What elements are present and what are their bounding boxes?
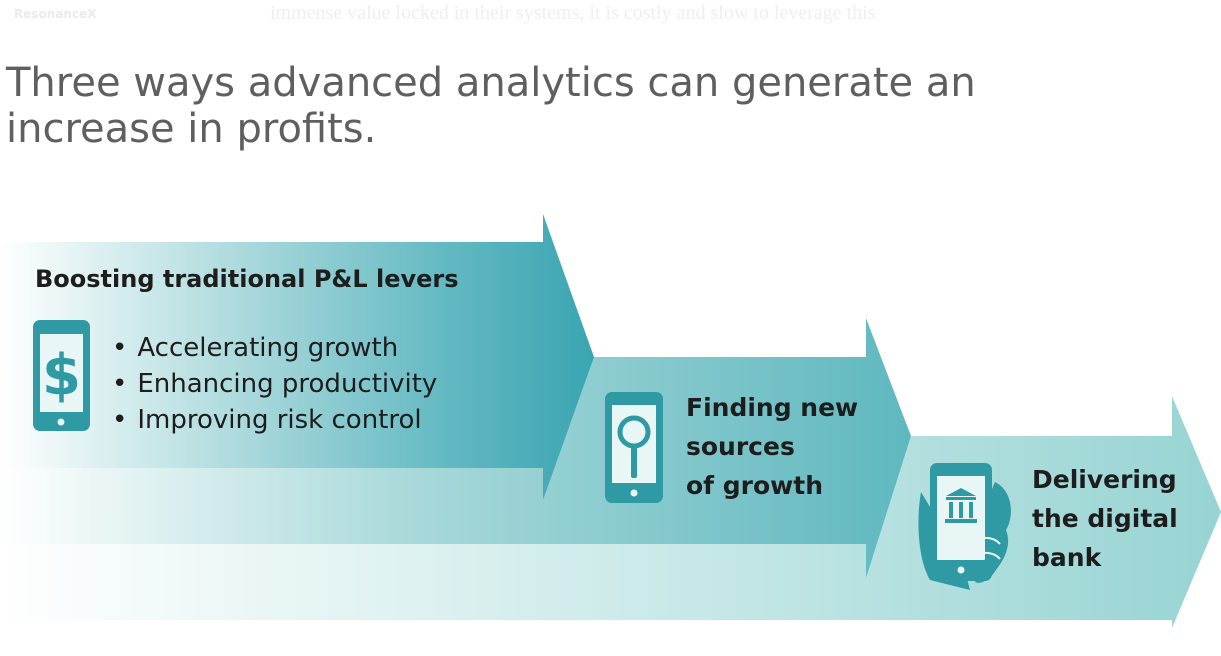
faded-body-text: immense value locked in their systems, i… <box>270 2 876 24</box>
bullet-item: Accelerating growth <box>112 330 437 366</box>
phone-dollar-icon: $ <box>33 320 90 431</box>
bullet-item: Improving risk control <box>112 402 437 438</box>
brand-logo: ResonanceX <box>14 7 97 21</box>
arrow-2-heading-line: Finding new <box>686 393 859 422</box>
arrow-1-bullets: Accelerating growth Enhancing productivi… <box>112 330 437 438</box>
arrow-3-heading-line: bank <box>1032 543 1102 572</box>
arrow-1-heading: Boosting traditional P&L levers <box>35 265 459 293</box>
phone-magnifier-icon <box>605 392 663 503</box>
arrow-2-heading-line: of growth <box>686 471 823 500</box>
arrow-2-heading: Finding new sources of growth <box>686 388 886 505</box>
arrow-3-heading-line: the digital <box>1032 504 1178 533</box>
arrow-3-heading-line: Delivering <box>1032 465 1177 494</box>
bullet-item: Enhancing productivity <box>112 366 437 402</box>
arrow-3-heading: Delivering the digital bank <box>1032 460 1192 577</box>
svg-text:$: $ <box>42 343 81 408</box>
page-title: Three ways advanced analytics can genera… <box>6 60 976 152</box>
hand-phone-bank-icon <box>918 463 1011 590</box>
arrow-2-heading-line: sources <box>686 432 795 461</box>
